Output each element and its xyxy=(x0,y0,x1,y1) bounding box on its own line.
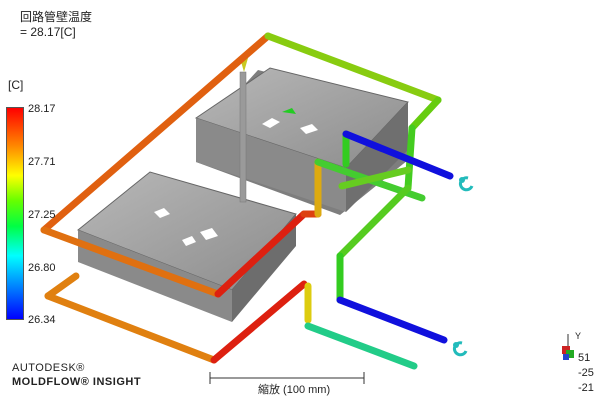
legend-tick-4: 26.80 xyxy=(28,262,56,274)
brand-moldflow-insight: MOLDFLOW® INSIGHT xyxy=(12,376,142,388)
scale-bar-label: 縮放 (100 mm) xyxy=(258,384,331,396)
brand-autodesk: AUTODESK® xyxy=(12,362,85,374)
mold-part-front xyxy=(77,171,297,322)
cooling-pipes xyxy=(40,32,454,370)
result-title: 回路管壁温度 xyxy=(20,10,93,24)
triad-value-2: -25 xyxy=(578,367,594,379)
legend-tick-3: 27.25 xyxy=(28,209,56,221)
result-value: = 28.17[C] xyxy=(20,25,76,39)
legend-tick-max: 28.17 xyxy=(28,103,56,115)
legend-tick-2: 27.71 xyxy=(28,156,56,168)
triad-axis-label: Y xyxy=(575,331,582,341)
coolant-inlet-markers xyxy=(452,176,474,357)
triad-value-3: -21 xyxy=(578,382,594,394)
orientation-triad xyxy=(562,334,574,360)
mold-part-back xyxy=(194,67,409,215)
color-legend-bar xyxy=(6,107,24,320)
scale-bar-line xyxy=(209,372,365,384)
legend-unit: [C] xyxy=(8,78,24,92)
triad-value-1: 51 xyxy=(578,352,591,364)
legend-tick-min: 26.34 xyxy=(28,314,56,326)
